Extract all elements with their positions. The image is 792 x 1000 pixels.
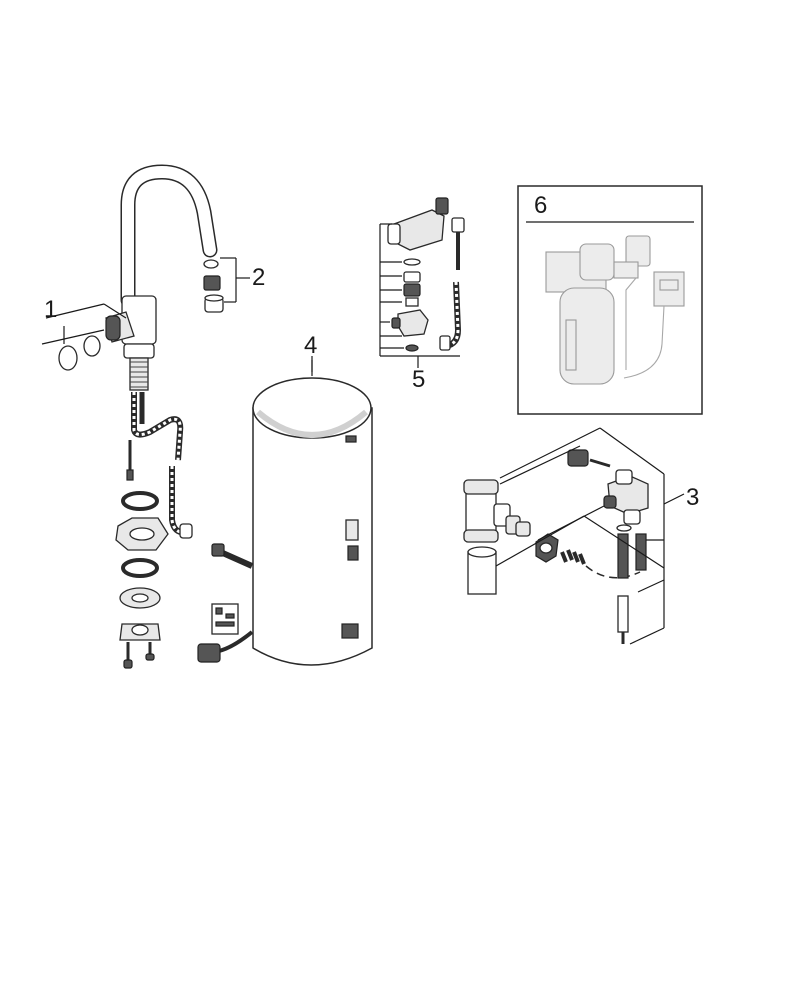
aerator-icon <box>203 259 224 313</box>
t-piece-assembly-icon <box>463 449 649 644</box>
boiler-tank-icon <box>197 377 373 666</box>
callout-6: 6 <box>534 192 548 219</box>
faucet-icon <box>105 164 218 461</box>
callout-1: 1 <box>44 296 58 323</box>
callout-2: 2 <box>252 264 266 291</box>
callout-3: 3 <box>686 484 700 511</box>
water-filter-icon <box>545 235 685 385</box>
mounting-kit-icon <box>115 440 193 669</box>
callout-4: 4 <box>304 332 318 359</box>
callout-5: 5 <box>412 366 426 393</box>
angle-valve-icon <box>387 197 465 352</box>
o-ring-set-icon <box>58 335 101 371</box>
